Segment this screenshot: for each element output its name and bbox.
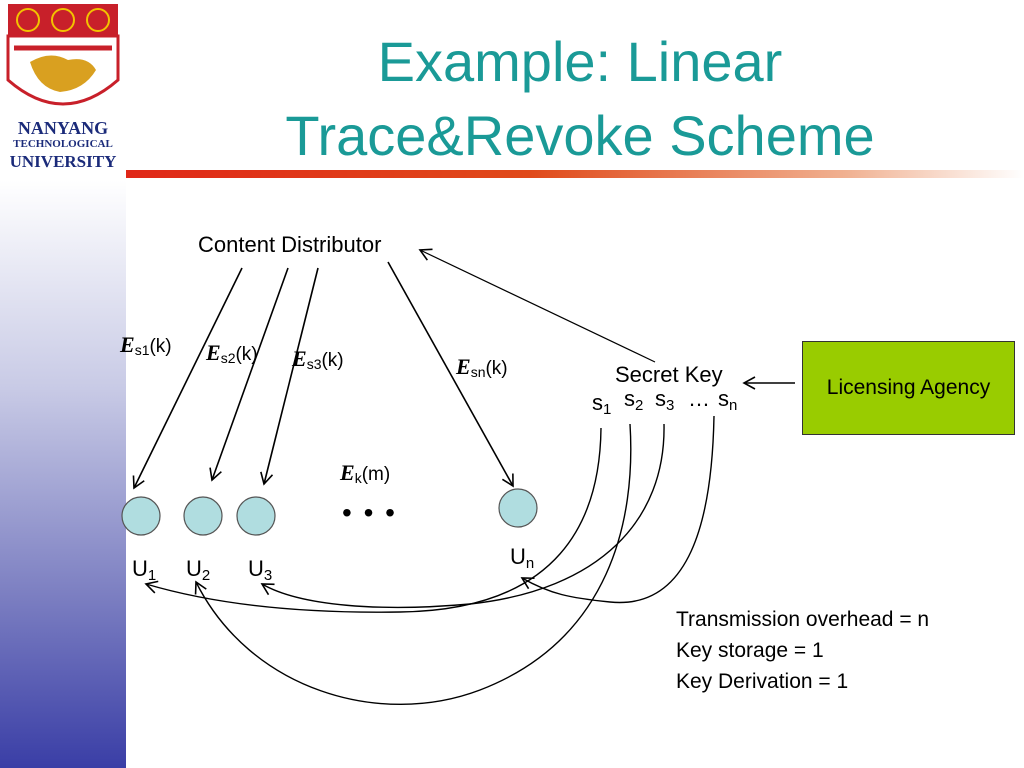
slide-title-line2: Trace&Revoke Scheme bbox=[285, 104, 875, 167]
stat-transmission-overhead: Transmission overhead = n bbox=[676, 608, 930, 631]
slide-title-line1: Example: Linear bbox=[377, 30, 783, 93]
curve-s3-to-u3 bbox=[260, 423, 665, 609]
arrow-to-u3 bbox=[260, 267, 319, 486]
key-label-s3: s3 bbox=[655, 386, 675, 414]
key-label-s2: s2 bbox=[624, 386, 644, 414]
logo-line-university: UNIVERSITY bbox=[9, 152, 117, 171]
university-logo: NANYANG TECHNOLOGICAL UNIVERSITY bbox=[0, 0, 126, 180]
user-node-u1 bbox=[121, 496, 161, 536]
stat-key-storage: Key storage = 1 bbox=[676, 639, 824, 662]
curve-sn-to-un bbox=[520, 415, 715, 604]
content-distributor-label: Content Distributor bbox=[198, 232, 382, 257]
user-node-un bbox=[498, 488, 538, 528]
licensing-agency-label: Licensing Agency bbox=[826, 376, 991, 399]
key-label-sn: sn bbox=[718, 386, 738, 414]
encryption-label-s1: Es1(k) bbox=[120, 332, 172, 358]
key-label-ellipsis: … bbox=[688, 386, 710, 411]
users-ellipsis: • • • bbox=[342, 497, 397, 528]
arrow-to-u2 bbox=[209, 267, 289, 482]
encryption-label-s2: Es2(k) bbox=[206, 340, 258, 366]
sidebar-gradient bbox=[0, 180, 126, 768]
arrow-to-un bbox=[387, 261, 514, 488]
user-node-u2 bbox=[183, 496, 223, 536]
arrow-to-u1 bbox=[132, 267, 243, 490]
title-divider bbox=[126, 170, 1024, 178]
curve-s2-to-u2 bbox=[194, 423, 632, 706]
stat-key-derivation: Key Derivation = 1 bbox=[676, 670, 849, 693]
crest-icon bbox=[6, 4, 120, 106]
user-label-u2: U2 bbox=[186, 556, 211, 584]
user-label-u3: U3 bbox=[248, 556, 273, 584]
key-label-s1: s1 bbox=[592, 390, 612, 418]
user-label-u1: U1 bbox=[132, 556, 157, 584]
encryption-label-s3: Es3(k) bbox=[292, 346, 344, 372]
encryption-label-k: Ek(m) bbox=[340, 460, 391, 486]
user-node-u3 bbox=[236, 496, 276, 536]
secret-key-label: Secret Key bbox=[615, 362, 723, 387]
arrow-secret-to-distributor bbox=[418, 248, 656, 363]
curve-s1-to-u1 bbox=[144, 427, 602, 613]
licensing-agency-box: Licensing Agency bbox=[802, 341, 1015, 435]
logo-line-technological: TECHNOLOGICAL bbox=[13, 138, 113, 150]
overhead-stats: Transmission overhead = n Key storage = … bbox=[676, 604, 929, 697]
encryption-label-sn: Esn(k) bbox=[456, 354, 508, 380]
logo-line-nanyang: NANYANG bbox=[17, 118, 109, 138]
user-label-un: Un bbox=[510, 544, 535, 572]
